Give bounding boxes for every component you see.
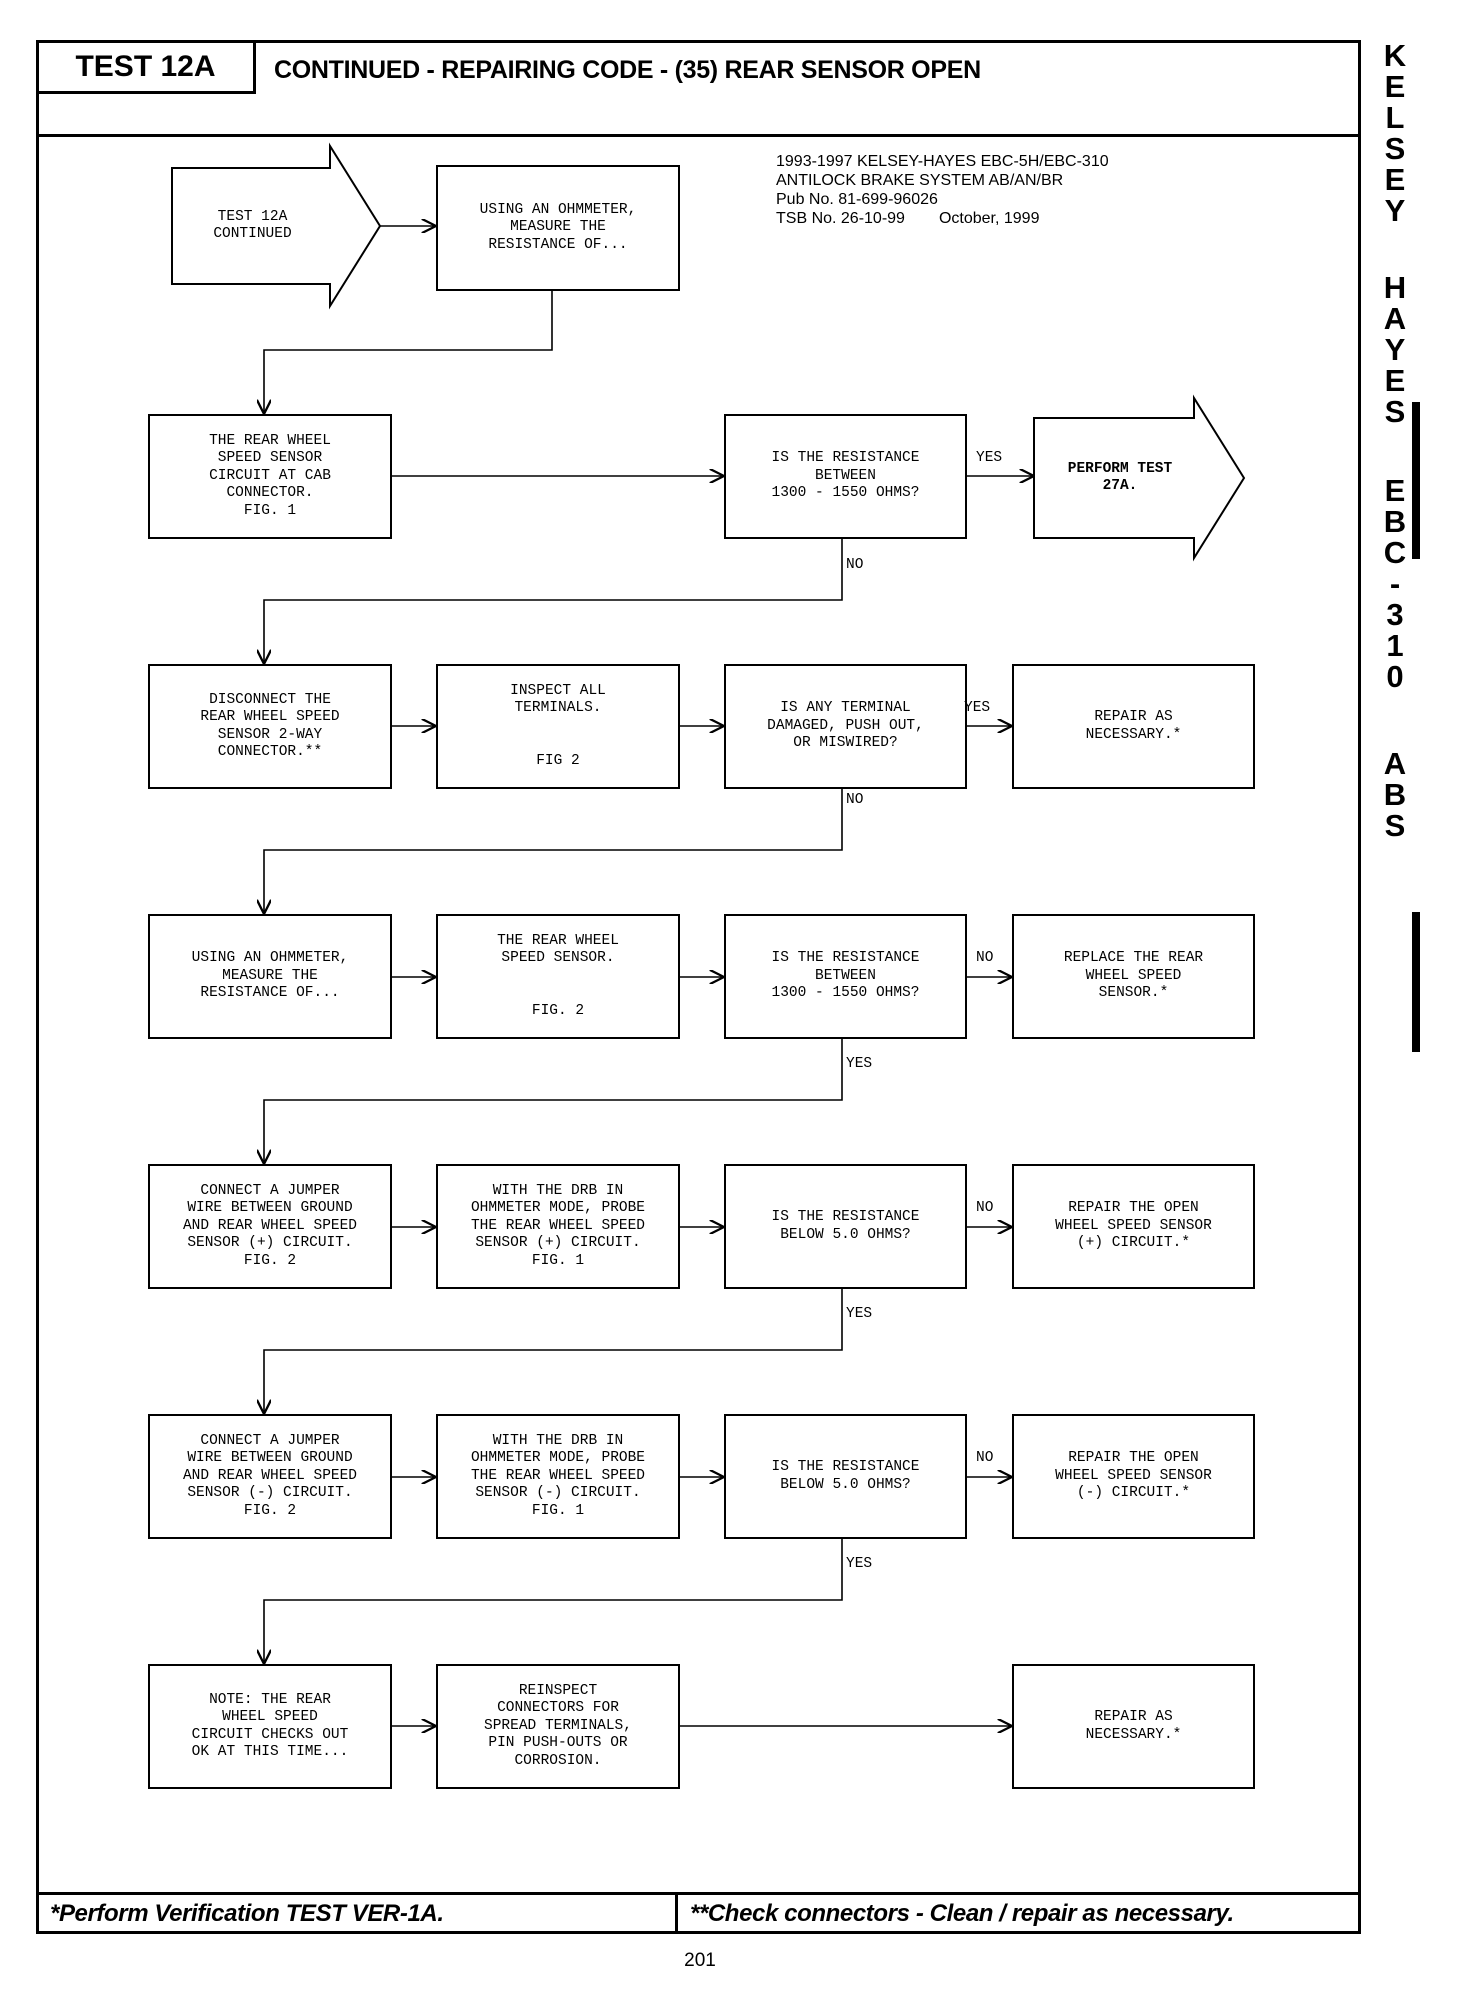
below-5-ohms-question-2: IS THE RESISTANCE BELOW 5.0 OHMS?	[724, 1414, 967, 1539]
replace-sensor-box: REPLACE THE REAR WHEEL SPEED SENSOR.*	[1012, 914, 1255, 1039]
footer-note-left: *Perform Verification TEST VER-1A.	[50, 1900, 444, 1927]
start-arrow-shape	[171, 142, 382, 310]
yes-label-2: YES	[964, 700, 991, 716]
tsb-number: TSB No. 26-10-99	[776, 210, 905, 227]
start-node: TEST 12A CONTINUED	[213, 208, 292, 243]
footer-separator	[675, 1892, 678, 1934]
note-box: NOTE: THE REAR WHEEL SPEED CIRCUIT CHECK…	[148, 1664, 392, 1789]
measure-resistance-box-2: USING AN OHMMETER, MEASURE THE RESISTANC…	[148, 914, 392, 1039]
no-label-2: NO	[846, 792, 864, 808]
footer-divider	[36, 1892, 1361, 1895]
no-label-1: NO	[846, 557, 864, 573]
inspect-terminals-box: INSPECT ALL TERMINALS. FIG 2	[436, 664, 680, 789]
reinspect-connectors-box: REINSPECT CONNECTORS FOR SPREAD TERMINAL…	[436, 1664, 680, 1789]
jumper-positive-box: CONNECT A JUMPER WIRE BETWEEN GROUND AND…	[148, 1164, 392, 1289]
side-label-abs: A B S	[1383, 746, 1407, 843]
page-title: CONTINUED - REPAIRING CODE - (35) REAR S…	[274, 56, 981, 84]
yes-label-5: YES	[846, 1556, 873, 1572]
no-label-5: NO	[976, 1450, 994, 1466]
section-marker-bar-2	[1412, 912, 1420, 1052]
header-divider	[36, 134, 1361, 137]
side-label-hayes: H A Y E S	[1383, 270, 1407, 429]
resistance-question-1: IS THE RESISTANCE BETWEEN 1300 - 1550 OH…	[724, 414, 967, 539]
page-number: 201	[684, 1950, 716, 1971]
side-label-kelsey: K E L S E Y	[1383, 38, 1407, 228]
perform-test-27a-node: PERFORM TEST 27A.	[1067, 460, 1173, 495]
page-frame	[36, 40, 1361, 1934]
probe-negative-box: WITH THE DRB IN OHMMETER MODE, PROBE THE…	[436, 1414, 680, 1539]
repair-as-necessary-box-2: REPAIR AS NECESSARY.*	[1012, 1664, 1255, 1789]
test-tab: TEST 12A	[38, 42, 256, 94]
jumper-negative-box: CONNECT A JUMPER WIRE BETWEEN GROUND AND…	[148, 1414, 392, 1539]
no-label-3: NO	[976, 950, 994, 966]
no-label-4: NO	[976, 1200, 994, 1216]
tsb-date: October, 1999	[938, 210, 1040, 227]
perform-arrow-shape	[1033, 394, 1246, 562]
yes-label-4: YES	[846, 1306, 873, 1322]
pub-line-3: Pub No. 81-699-96026	[776, 191, 938, 208]
pub-line-1: 1993-1997 KELSEY-HAYES EBC-5H/EBC-310	[776, 153, 1109, 170]
side-label-ebc310: E B C - 3 1 0	[1383, 473, 1407, 694]
repair-open-negative-box: REPAIR THE OPEN WHEEL SPEED SENSOR (-) C…	[1012, 1414, 1255, 1539]
terminal-damaged-question: IS ANY TERMINAL DAMAGED, PUSH OUT, OR MI…	[724, 664, 967, 789]
pub-line-4: TSB No. 26-10-99 October, 1999	[776, 209, 1109, 228]
measure-resistance-box-1: USING AN OHMMETER, MEASURE THE RESISTANC…	[436, 165, 680, 291]
disconnect-connector-box: DISCONNECT THE REAR WHEEL SPEED SENSOR 2…	[148, 664, 392, 789]
yes-label-1: YES	[976, 450, 1003, 466]
rear-wheel-sensor-box: THE REAR WHEEL SPEED SENSOR. FIG. 2	[436, 914, 680, 1039]
section-marker-bar-1	[1412, 402, 1420, 559]
footer-note-right: **Check connectors - Clean / repair as n…	[690, 1900, 1234, 1927]
cab-connector-box: THE REAR WHEEL SPEED SENSOR CIRCUIT AT C…	[148, 414, 392, 539]
resistance-question-2: IS THE RESISTANCE BETWEEN 1300 - 1550 OH…	[724, 914, 967, 1039]
publication-info: 1993-1997 KELSEY-HAYES EBC-5H/EBC-310 AN…	[776, 152, 1109, 228]
pub-line-2: ANTILOCK BRAKE SYSTEM AB/AN/BR	[776, 172, 1064, 189]
below-5-ohms-question-1: IS THE RESISTANCE BELOW 5.0 OHMS?	[724, 1164, 967, 1289]
probe-positive-box: WITH THE DRB IN OHMMETER MODE, PROBE THE…	[436, 1164, 680, 1289]
yes-label-3: YES	[846, 1056, 873, 1072]
repair-as-necessary-box-1: REPAIR AS NECESSARY.*	[1012, 664, 1255, 789]
repair-open-positive-box: REPAIR THE OPEN WHEEL SPEED SENSOR (+) C…	[1012, 1164, 1255, 1289]
